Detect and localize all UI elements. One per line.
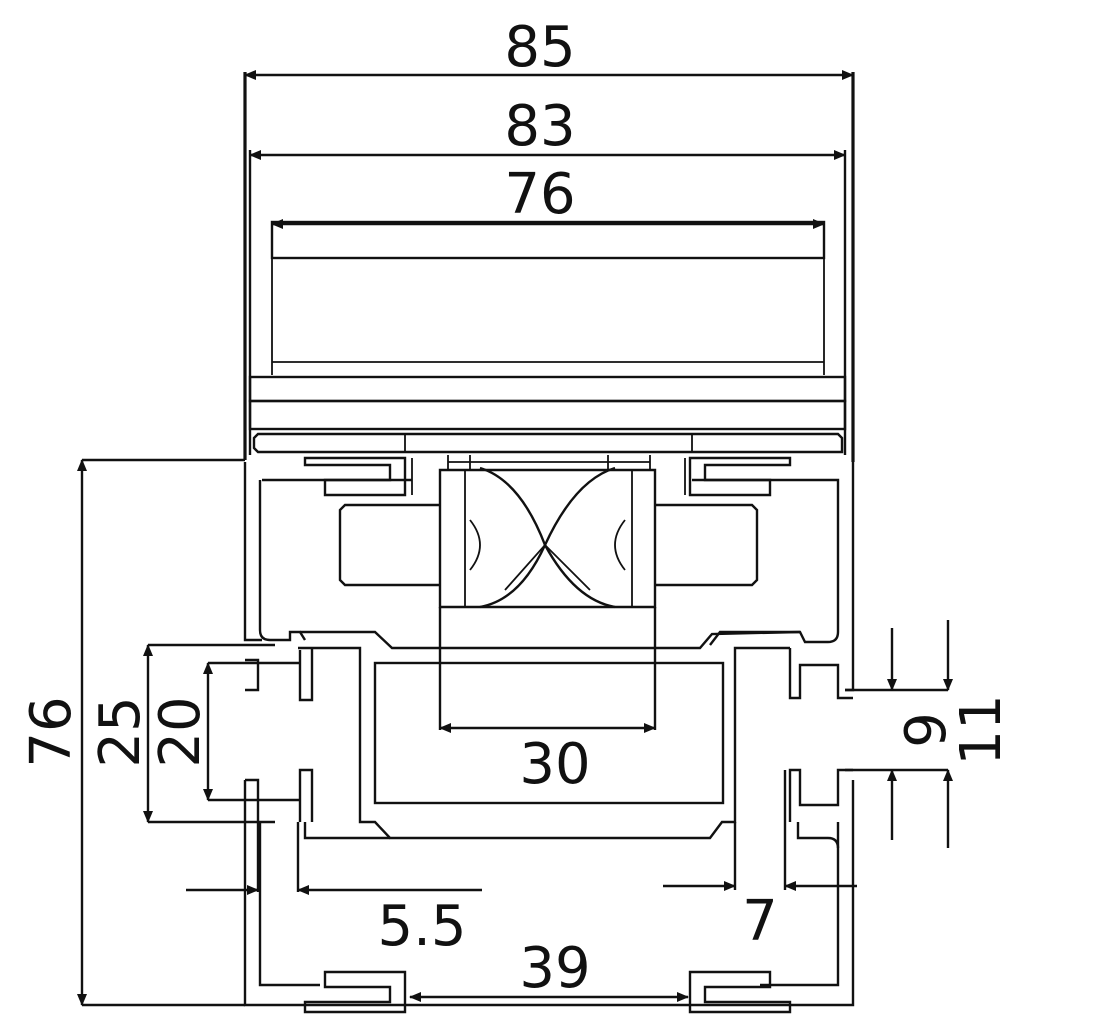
dim-85: 85 — [504, 15, 575, 80]
dim-30: 30 — [519, 732, 590, 797]
dim-83: 83 — [504, 94, 575, 159]
dimension-lines — [77, 70, 953, 1007]
dim-5-5: 5.5 — [377, 894, 466, 959]
dim-7: 7 — [742, 889, 778, 954]
dim-76-panel: 76 — [504, 162, 575, 227]
dim-25: 25 — [88, 696, 153, 767]
dim-76-height: 76 — [19, 696, 84, 767]
dim-20: 20 — [148, 696, 213, 767]
top-sash — [243, 72, 855, 462]
dim-39: 39 — [519, 936, 590, 1001]
frame-profile — [243, 455, 855, 1014]
dim-11: 11 — [949, 694, 1014, 765]
dim-9: 9 — [894, 712, 959, 748]
